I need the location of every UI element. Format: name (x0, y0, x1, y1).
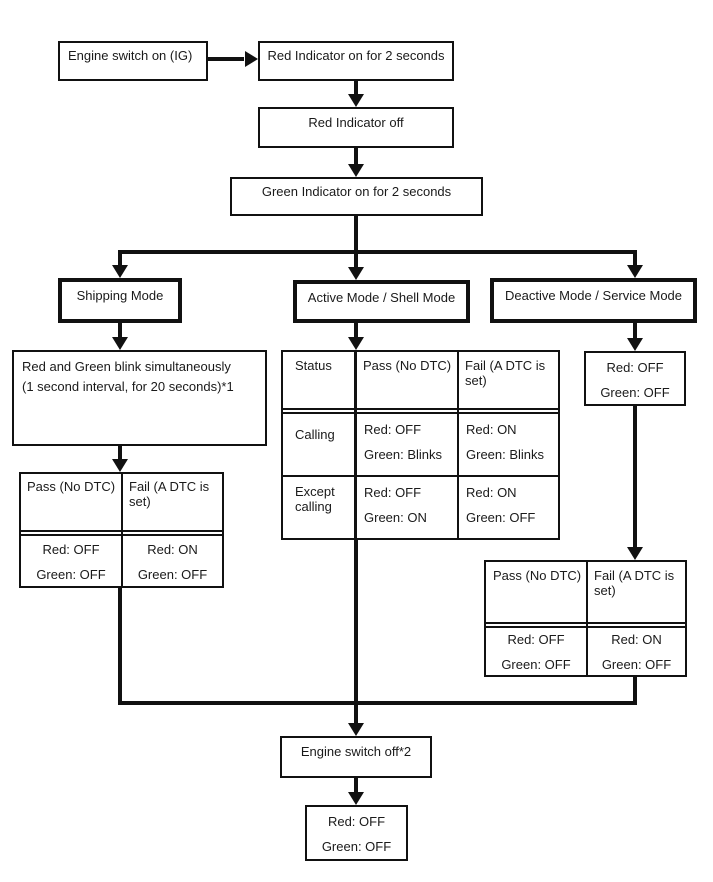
arrowhead-down-icon (627, 547, 643, 560)
arrowhead-down-icon (348, 723, 364, 736)
connector-branch-to-active (354, 254, 358, 268)
deactive-mode-label: Deactive Mode / Service Mode (504, 288, 683, 303)
arrowhead-down-icon (627, 265, 643, 278)
table-column-divider (457, 352, 459, 538)
fail-red-state: Red: ON (466, 485, 517, 500)
table-double-separator (486, 622, 685, 628)
active-mode-label: Active Mode / Shell Mode (307, 290, 456, 305)
table-value-cell: Red: ON Green: OFF (459, 477, 558, 538)
red-indicator-on-box: Red Indicator on for 2 seconds (258, 41, 454, 81)
table-value-cell: Red: OFF Green: Blinks (357, 414, 457, 475)
connector-engineoff-to-final (354, 778, 358, 793)
table-value-cell: Red: OFF Green: ON (357, 477, 457, 538)
final-state-box: Red: OFF Green: OFF (305, 805, 408, 861)
connector-deactive-to-state (633, 323, 637, 339)
final-red-state: Red: OFF (327, 814, 386, 829)
shipping-mode-box: Shipping Mode (58, 278, 182, 323)
engine-switch-on-box: Engine switch on (IG) (58, 41, 208, 81)
table-status-cell: Calling (295, 427, 335, 442)
red-indicator-on-label: Red Indicator on for 2 seconds (267, 48, 445, 63)
table-value-cell: Red: ON Green: OFF (588, 628, 685, 675)
table-header-cell: Status (295, 358, 332, 373)
arrowhead-down-icon (627, 338, 643, 351)
pass-green-state: Green: OFF (36, 567, 106, 582)
connector-state-to-deactive-table (633, 406, 637, 548)
pass-green-state: Green: OFF (501, 657, 571, 672)
connector-redoff-to-greenon (354, 148, 358, 165)
table-header-cell: Fail (A DTC is set) (465, 358, 546, 388)
table-row-divider (283, 475, 558, 477)
final-green-state: Green: OFF (321, 839, 392, 854)
shipping-mode-label: Shipping Mode (76, 288, 164, 303)
pass-red-state: Red: OFF (364, 485, 422, 500)
pass-green-state: Green: ON (364, 510, 427, 525)
table-double-separator (283, 408, 558, 414)
branch-line (118, 250, 637, 254)
table-column-divider (586, 562, 588, 675)
deactive-result-table: Pass (No DTC) Fail (A DTC is set) Red: O… (484, 560, 687, 677)
merge-line (118, 701, 637, 705)
table-column-divider (354, 352, 357, 538)
arrowhead-down-icon (348, 164, 364, 177)
deactive-state-box: Red: OFF Green: OFF (584, 351, 686, 406)
fail-green-state: Green: OFF (466, 510, 536, 525)
table-header-cell: Pass (No DTC) (27, 479, 116, 494)
arrowhead-down-icon (348, 267, 364, 280)
table-value-cell: Red: ON Green: Blinks (459, 414, 558, 475)
connector-greenon-to-branch (354, 216, 358, 255)
fail-red-state: Red: ON (466, 422, 517, 437)
green-indicator-on-label: Green Indicator on for 2 seconds (261, 184, 452, 199)
fail-red-state: Red: ON (147, 542, 198, 557)
deactive-red-state: Red: OFF (606, 360, 664, 375)
table-value-cell: Red: OFF Green: OFF (21, 536, 121, 586)
connector-branch-to-deactive (633, 250, 637, 266)
table-header-cell: Pass (No DTC) (493, 568, 582, 583)
table-header-cell: Fail (A DTC is set) (594, 568, 675, 598)
pass-red-state: Red: OFF (364, 422, 422, 437)
active-status-table: Status Pass (No DTC) Fail (A DTC is set)… (281, 350, 560, 540)
connector-active-to-table (354, 323, 358, 338)
table-value-cell: Red: ON Green: OFF (123, 536, 222, 586)
connector-engine-to-redon (208, 57, 244, 61)
active-mode-box: Active Mode / Shell Mode (293, 280, 470, 323)
connector-branch-to-shipping (118, 250, 122, 266)
table-header-cell: Pass (No DTC) (363, 358, 452, 373)
connector-shipping-to-note (118, 323, 122, 338)
green-indicator-on-box: Green Indicator on for 2 seconds (230, 177, 483, 216)
connector-active-table-to-engineoff (354, 540, 358, 725)
shipping-result-table: Pass (No DTC) Fail (A DTC is set) Red: O… (19, 472, 224, 588)
red-indicator-off-label: Red Indicator off (308, 115, 404, 130)
blink-note-line2: (1 second interval, for 20 seconds)*1 (22, 379, 234, 394)
pass-red-state: Red: OFF (42, 542, 100, 557)
arrowhead-down-icon (348, 94, 364, 107)
pass-green-state: Green: Blinks (364, 447, 443, 462)
table-double-separator (21, 530, 222, 536)
arrowhead-down-icon (112, 459, 128, 472)
connector-deactive-table-to-merge (633, 677, 637, 705)
deactive-mode-box: Deactive Mode / Service Mode (490, 278, 697, 323)
engine-switch-off-label: Engine switch off*2 (300, 744, 412, 759)
arrowhead-down-icon (348, 792, 364, 805)
table-status-cell: Except calling (295, 484, 335, 514)
table-value-cell: Red: OFF Green: OFF (486, 628, 586, 675)
deactive-green-state: Green: OFF (600, 385, 670, 400)
arrowhead-down-icon (112, 337, 128, 350)
red-indicator-off-box: Red Indicator off (258, 107, 454, 148)
fail-red-state: Red: ON (611, 632, 662, 647)
arrowhead-down-icon (348, 337, 364, 350)
blink-note-line1: Red and Green blink simultaneously (22, 359, 231, 374)
fail-green-state: Green: Blinks (466, 447, 545, 462)
arrowhead-right-icon (245, 51, 258, 67)
engine-switch-off-box: Engine switch off*2 (280, 736, 432, 778)
shipping-blink-note-box: Red and Green blink simultaneously (1 se… (12, 350, 267, 446)
fail-green-state: Green: OFF (137, 567, 208, 582)
connector-note-to-table (118, 446, 122, 460)
pass-red-state: Red: OFF (507, 632, 565, 647)
fail-green-state: Green: OFF (601, 657, 672, 672)
connector-shipping-table-to-merge (118, 588, 122, 705)
arrowhead-down-icon (112, 265, 128, 278)
engine-switch-on-label: Engine switch on (IG) (68, 48, 193, 63)
connector-redon-to-redoff (354, 81, 358, 95)
table-header-cell: Fail (A DTC is set) (129, 479, 210, 509)
